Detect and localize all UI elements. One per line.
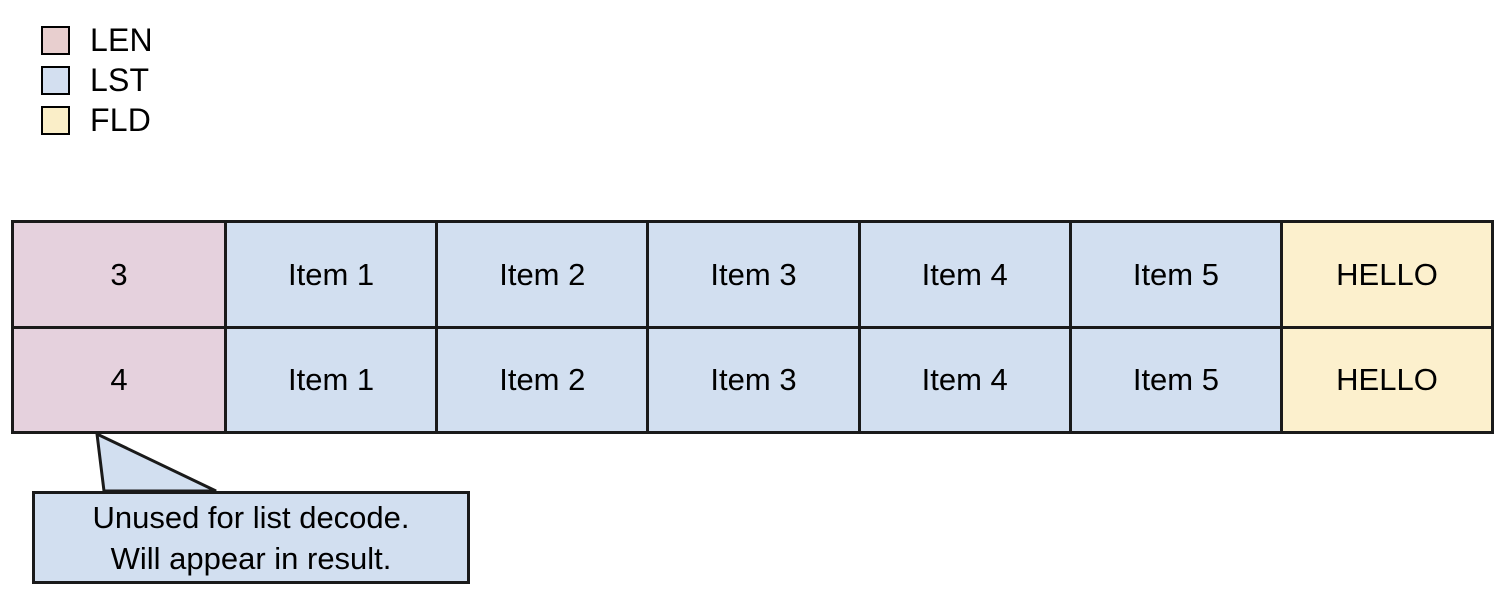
cell-lst-item: Item 4 [857, 328, 1069, 431]
legend: LEN LST FLD [41, 20, 341, 140]
legend-item-label: LEN [90, 22, 153, 58]
callout-line-1: Unused for list decode. [92, 499, 410, 535]
table-row: 3 Item 1 Item 2 Item 3 Item 4 Item 5 HEL… [14, 223, 1492, 326]
cell-len: 4 [14, 328, 224, 431]
cell-lst-item: Item 5 [1068, 223, 1281, 326]
cell-lst-item: Item 5 [1068, 328, 1281, 431]
square-swatch-icon [41, 25, 70, 55]
cell-fld: HELLO [1280, 223, 1492, 326]
cell-lst-item: Item 4 [857, 223, 1069, 326]
legend-item-label: FLD [90, 102, 152, 138]
legend-item-len: LEN [41, 20, 341, 60]
cell-fld: HELLO [1280, 328, 1492, 431]
cell-lst-item: Item 1 [224, 223, 436, 326]
cell-lst-item: Item 1 [224, 328, 436, 431]
packet-layout-table: 3 Item 1 Item 2 Item 3 Item 4 Item 5 HEL… [11, 220, 1494, 434]
legend-item-lst: LST [41, 60, 341, 100]
square-swatch-icon [41, 65, 70, 95]
cell-lst-item: Item 3 [646, 223, 858, 326]
legend-item-fld: FLD [41, 100, 341, 140]
cell-lst-item: Item 3 [646, 328, 858, 431]
legend-item-label: LST [90, 62, 150, 98]
table-row: 4 Item 1 Item 2 Item 3 Item 4 Item 5 HEL… [14, 325, 1492, 431]
cell-len: 3 [14, 223, 224, 326]
cell-lst-item: Item 2 [435, 328, 647, 431]
cell-lst-item: Item 2 [435, 223, 647, 326]
callout-annotation: Unused for list decode. Will appear in r… [0, 425, 520, 600]
callout-line-2: Will appear in result. [110, 540, 392, 576]
callout-box: Unused for list decode. Will appear in r… [32, 491, 470, 584]
square-swatch-icon [41, 105, 70, 135]
